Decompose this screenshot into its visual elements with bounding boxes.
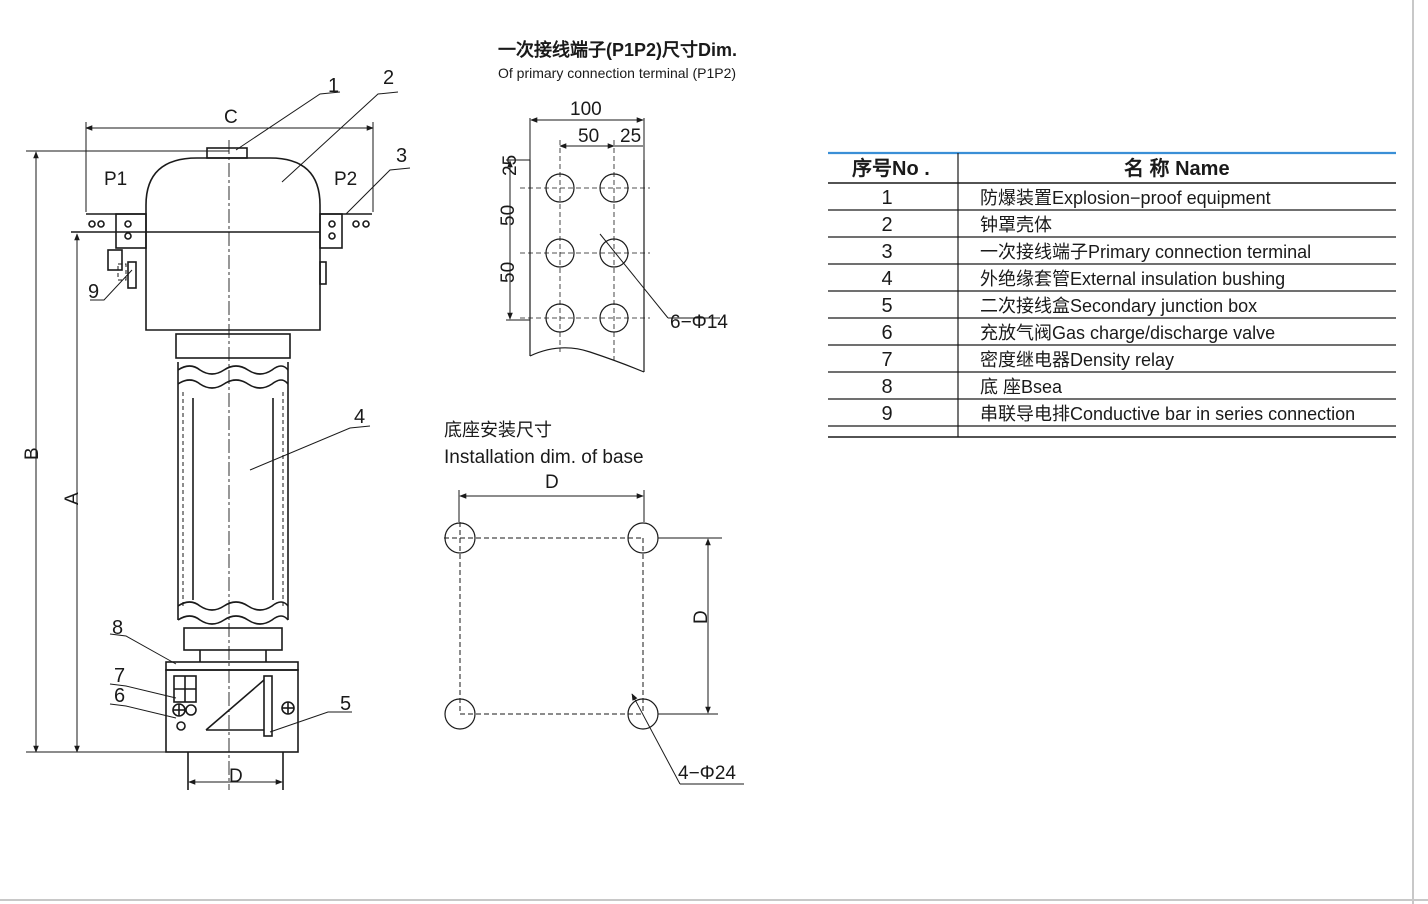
table-cell-name: 一次接线端子Primary connection terminal xyxy=(980,242,1311,262)
callout-4: 4 xyxy=(354,406,365,428)
table-cell-no: 5 xyxy=(881,295,892,317)
callout-leaders xyxy=(90,91,411,733)
table-cell-no: 4 xyxy=(881,268,892,290)
base-detail: 底座安装尺寸 Installation dim. of base xyxy=(444,420,744,785)
terminal-dim-25-v: 25 xyxy=(500,155,521,176)
callout-6: 6 xyxy=(114,685,125,707)
base-title-en: Installation dim. of base xyxy=(444,447,644,468)
terminal-detail: 一次接线端子(P1P2)尺寸Dim. Of primary connection… xyxy=(498,39,737,373)
hidden-lines xyxy=(117,263,284,606)
callout-9: 9 xyxy=(88,281,99,303)
parts-table: 序号No . 名 称 Name 1 防爆装置Explosion−proof equ… xyxy=(828,151,1396,438)
terminal-dim-50-h: 50 xyxy=(578,126,599,147)
table-cell-name: 二次接线盒Secondary junction box xyxy=(980,296,1257,316)
terminal-dim-50-v1: 50 xyxy=(498,205,519,226)
terminal-dim-100: 100 xyxy=(570,99,602,120)
terminal-title-en: Of primary connection terminal (P1P2) xyxy=(498,65,736,81)
terminal-title-cn: 一次接线端子(P1P2)尺寸Dim. xyxy=(498,39,737,60)
base-dim-d-horizontal: D xyxy=(545,472,559,493)
callout-3: 3 xyxy=(396,145,407,167)
dim-label-c: C xyxy=(224,107,238,128)
callout-5: 5 xyxy=(340,693,351,715)
callout-1: 1 xyxy=(328,75,339,97)
label-p2: P2 xyxy=(334,169,357,190)
terminal-dim-25-h: 25 xyxy=(620,126,641,147)
callout-8: 8 xyxy=(112,617,123,639)
table-cell-name: 充放气阀Gas charge/discharge valve xyxy=(980,323,1275,343)
base-title-cn: 底座安装尺寸 xyxy=(444,420,552,440)
main-drawing-labels: C B A D P1 P2 1 2 3 4 5 6 7 8 9 xyxy=(22,67,407,787)
table-cell-name: 密度继电器Density relay xyxy=(980,350,1174,370)
table-cell-no: 3 xyxy=(881,241,892,263)
dim-label-b: B xyxy=(22,447,43,460)
base-dim-d-vertical: D xyxy=(691,610,712,624)
table-cell-name: 外绝缘套管External insulation bushing xyxy=(980,269,1285,289)
table-cell-no: 2 xyxy=(881,214,892,236)
dim-label-d-bottom: D xyxy=(229,766,243,787)
table-cell-no: 1 xyxy=(881,187,892,209)
transformer-outline-drawing xyxy=(71,147,372,790)
table-cell-name: 防爆装置Explosion−proof equipment xyxy=(980,188,1271,208)
table-cell-no: 6 xyxy=(881,322,892,344)
callout-7: 7 xyxy=(114,665,125,687)
label-p1: P1 xyxy=(104,169,127,190)
table-header-name: 名 称 Name xyxy=(1124,156,1230,180)
table-cell-no: 7 xyxy=(881,349,892,371)
table-cell-no: 8 xyxy=(881,376,892,398)
dim-label-a: A xyxy=(62,492,83,505)
callout-2: 2 xyxy=(383,67,394,89)
terminal-dim-50-v2: 50 xyxy=(498,262,519,283)
table-header-no: 序号No . xyxy=(852,156,930,180)
table-cell-name: 底 座Bsea xyxy=(980,377,1063,397)
base-holes-label: 4−Φ24 xyxy=(678,763,736,784)
table-cell-no: 9 xyxy=(881,403,892,425)
terminal-holes-label: 6−Φ14 xyxy=(670,312,728,333)
table-cell-name: 钟罩壳体 xyxy=(980,215,1052,235)
main-dimensions xyxy=(26,122,374,785)
table-cell-name: 串联导电排Conductive bar in series connection xyxy=(980,404,1355,424)
